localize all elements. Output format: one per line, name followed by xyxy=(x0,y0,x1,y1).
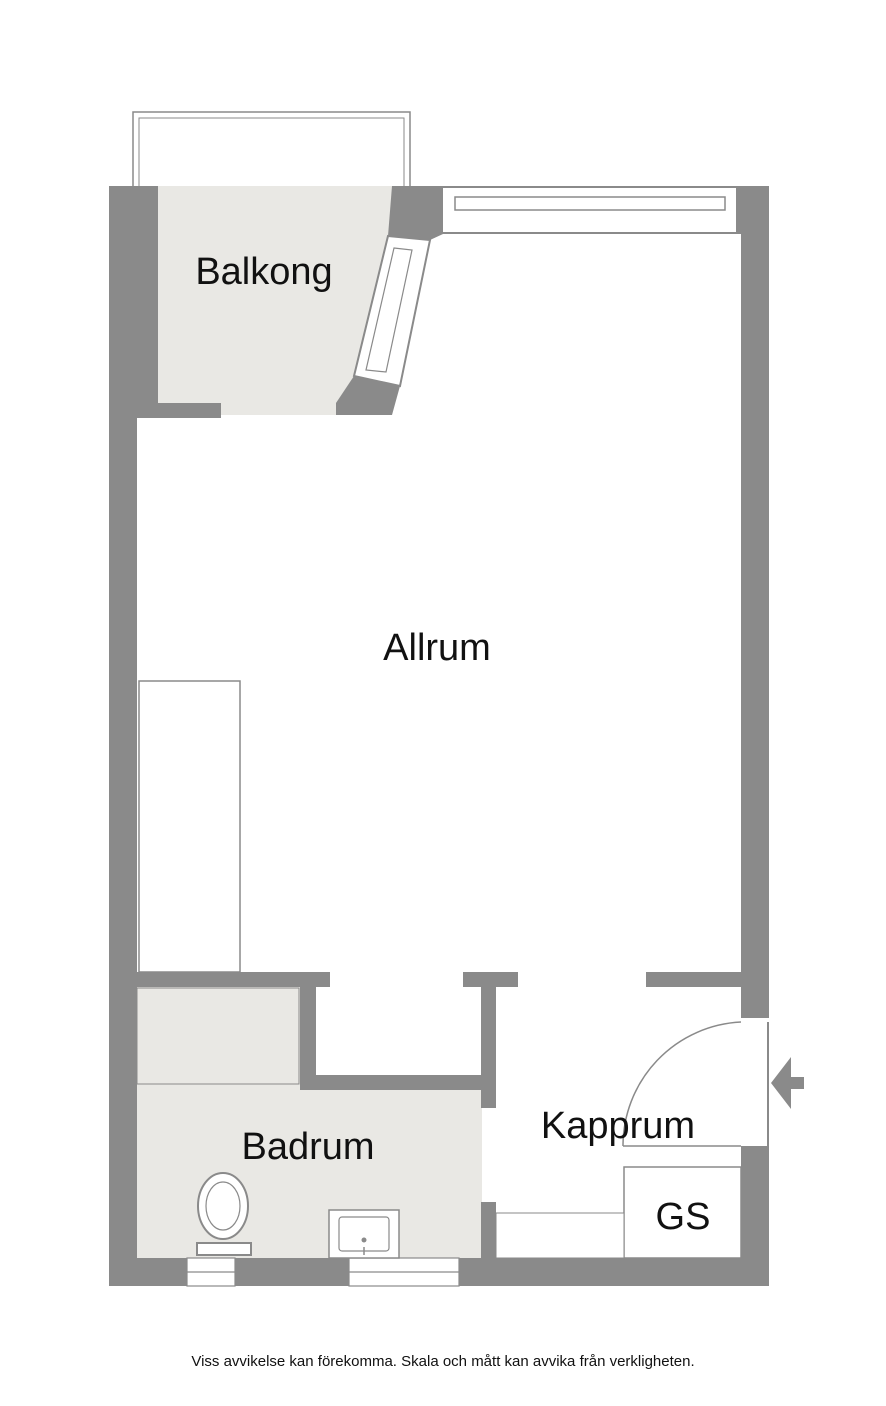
toilet xyxy=(196,1172,252,1256)
hallway-shelf xyxy=(495,1212,625,1259)
wardrobe xyxy=(138,680,241,973)
gs-closet xyxy=(623,1166,742,1259)
balcony xyxy=(132,111,411,415)
badrum-label: Badrum xyxy=(241,1126,374,1168)
entrance-arrow-icon xyxy=(771,1057,804,1109)
window-bathroom-sink xyxy=(348,1257,460,1287)
balcony-railing-inner xyxy=(138,117,405,186)
kapprum-label: Kapprum xyxy=(541,1105,695,1147)
exterior-walls xyxy=(109,186,769,1286)
interior-walls xyxy=(137,972,741,1258)
balkong-label: Balkong xyxy=(195,251,332,293)
sink xyxy=(328,1209,400,1259)
balcony-door-window xyxy=(352,234,432,388)
gs-label: GS xyxy=(656,1196,711,1238)
allrum-label: Allrum xyxy=(383,627,491,669)
balcony-floor xyxy=(158,186,400,415)
bathroom-cabinet xyxy=(136,987,300,1085)
window-top xyxy=(443,186,736,234)
balcony-railing xyxy=(132,111,411,186)
window-bathroom xyxy=(186,1257,236,1287)
disclaimer-text: Viss avvikelse kan förekomma. Skala och … xyxy=(191,1353,695,1370)
entrance-door xyxy=(622,1021,769,1147)
